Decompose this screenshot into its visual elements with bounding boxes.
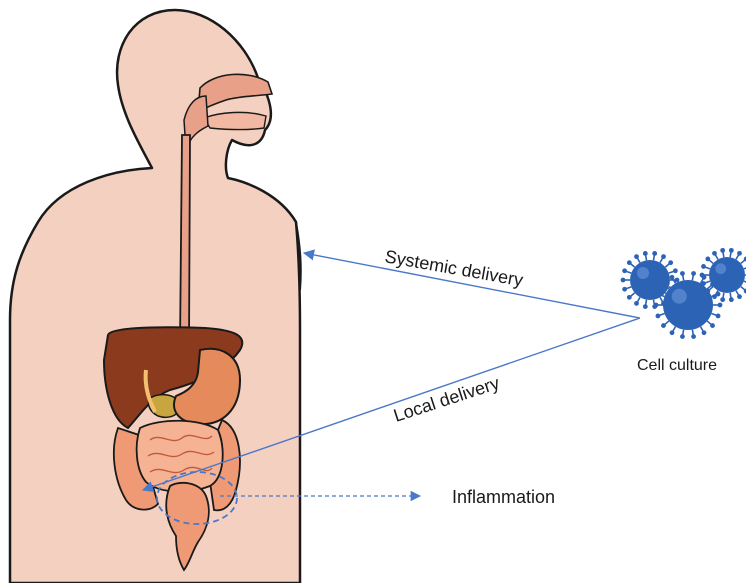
systemic-delivery-label: Systemic delivery	[383, 246, 524, 290]
mouth	[204, 112, 266, 129]
small-intestine	[137, 421, 223, 492]
inflammation-label: Inflammation	[452, 487, 555, 507]
cell-culture-viruses	[621, 248, 746, 339]
local-delivery-label: Local delivery	[391, 373, 502, 426]
esophagus	[180, 135, 190, 345]
human-body	[10, 10, 301, 583]
cell-culture-label: Cell culture	[637, 357, 717, 374]
